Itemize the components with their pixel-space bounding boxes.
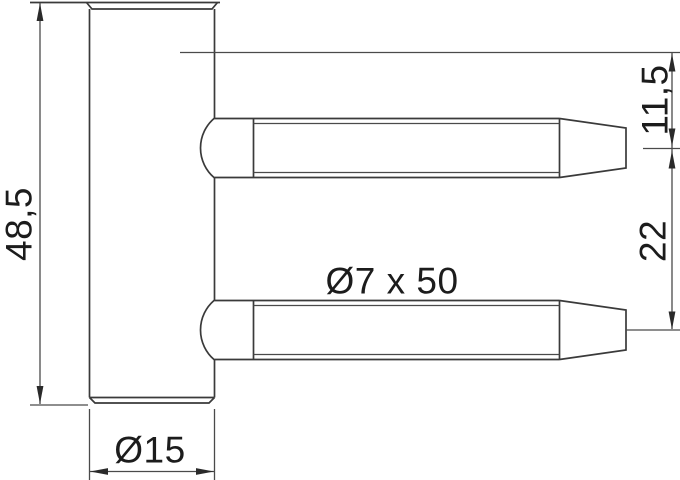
- pin-spacing-arrow-up: [668, 150, 676, 169]
- pin-bottom-cap: [199, 299, 255, 361]
- pin-bottom-shaft: [253, 299, 561, 361]
- pin-top: [199, 117, 627, 179]
- top-offset-arrow-down: [668, 128, 676, 147]
- pin-bottom-taper: [559, 299, 627, 361]
- body-top-chamfer: [85, 1, 219, 10]
- pin-spacing-arrow-down: [668, 311, 676, 330]
- body-bottom-chamfer: [88, 396, 216, 404]
- body-diameter-arrow-left: [90, 468, 108, 475]
- overall-height-arrow-up: [36, 3, 44, 21]
- pin-top-shaft: [253, 117, 561, 179]
- dimension-body-diameter: Ø15: [88, 409, 216, 480]
- dimension-pin-spacing: 22: [633, 150, 676, 330]
- overall-height-label: 48,5: [0, 187, 40, 261]
- pin-top-shaft-inner-lines: [253, 122, 560, 174]
- dimension-overall-height: 48,5: [0, 3, 88, 406]
- overall-height-arrow-down: [36, 386, 44, 404]
- pin-bottom-shaft-inner-lines: [253, 304, 560, 356]
- body-diameter-arrow-right: [196, 468, 214, 475]
- body-diameter-label: Ø15: [114, 430, 185, 471]
- pin-spacing-label: 22: [633, 220, 674, 262]
- hinge-body: [30, 1, 220, 404]
- top-offset-label: 11,5: [635, 64, 676, 135]
- pin-top-taper: [559, 117, 627, 179]
- pin-spec-label: Ø7 x 50: [325, 261, 458, 302]
- pin-top-cap: [199, 117, 255, 179]
- pin-bottom: [199, 299, 627, 361]
- top-offset-arrow-up: [668, 53, 676, 72]
- dimension-top-offset: 11,5: [635, 53, 676, 329]
